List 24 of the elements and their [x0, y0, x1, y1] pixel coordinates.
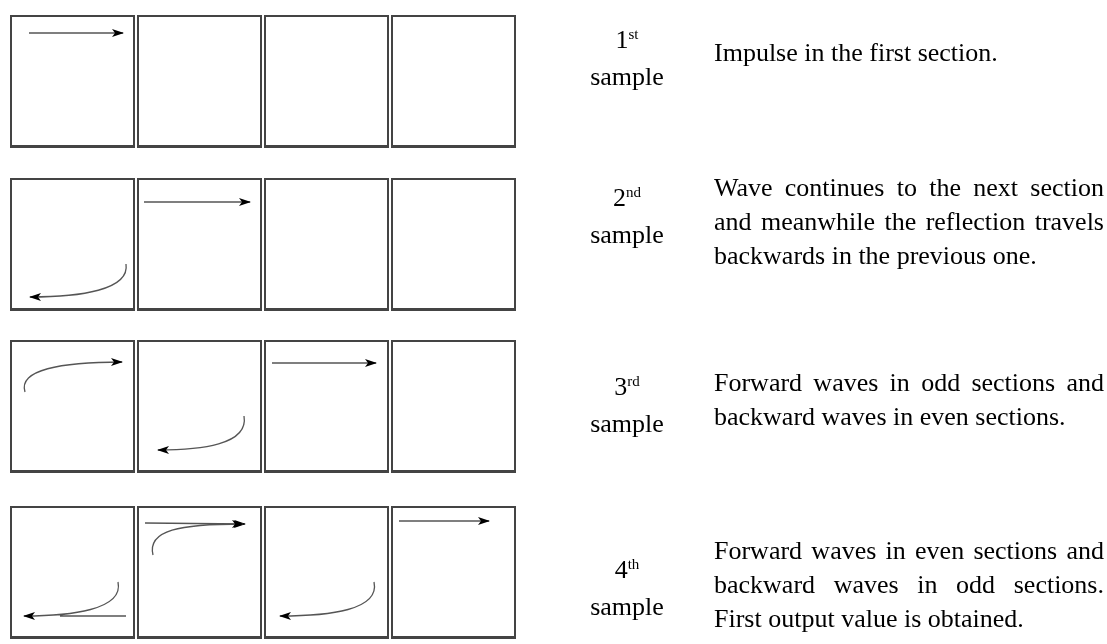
section-box — [391, 340, 516, 473]
section-box — [391, 15, 516, 148]
sample-label: 2$^{nd}$ sample — [589, 182, 665, 251]
description-text: Forward waves in even sections and backward waves in odd sections. First output value is obtained. — [714, 535, 1104, 635]
section-box — [137, 15, 262, 148]
section-box — [137, 178, 262, 311]
sample-label: 4$^{th}$ sample — [589, 554, 665, 623]
sample-label: 3$^{rd}$ sample — [589, 371, 665, 440]
description-text: Impulse in the first section. — [714, 37, 999, 69]
sample-label: 1$^{st}$ sample — [589, 24, 665, 93]
section-box — [264, 15, 389, 148]
description-text: Wave continues to the next section and meanwhile the reflection travels backwards in the previous one. — [714, 172, 1104, 272]
section-box — [264, 340, 389, 473]
section-box — [10, 340, 135, 473]
section-box — [10, 506, 135, 639]
section-box — [264, 506, 389, 639]
section-box — [391, 506, 516, 639]
section-box — [137, 506, 262, 639]
section-box — [137, 340, 262, 473]
section-box — [391, 178, 516, 311]
section-box — [10, 178, 135, 311]
section-box — [10, 15, 135, 148]
description-text: Forward waves in odd sections and backward waves in even sections. — [714, 367, 1104, 433]
section-box — [264, 178, 389, 311]
